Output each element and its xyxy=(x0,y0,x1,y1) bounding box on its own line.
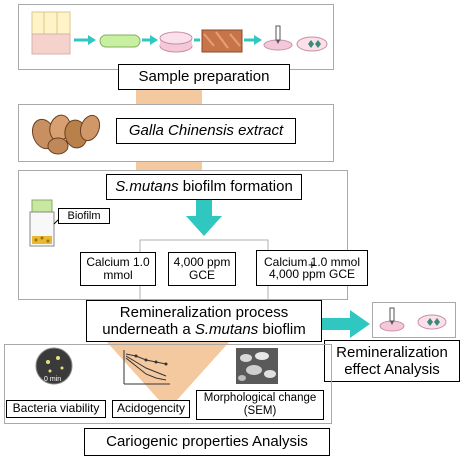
galla-chinensis-icon xyxy=(31,114,101,155)
biofilm-label: Biofilm xyxy=(67,209,101,222)
remineralization-process-box: Remineralization process underneath a S.… xyxy=(86,300,322,342)
cariogenic-analysis-label: Cariogenic properties Analysis xyxy=(106,432,308,450)
group-calcium-line2: mmol xyxy=(103,268,133,282)
bacteria-viability-box: Bacteria viability xyxy=(6,400,106,418)
group-combined-box: Calcium 1.0 mmol 4,000 ppm GCE xyxy=(256,250,368,286)
morphological-change-box: Morphological change (SEM) xyxy=(196,390,324,420)
bacteria-viability-label: Bacteria viability xyxy=(12,401,100,416)
extract-box: Galla Chinensis extract xyxy=(116,118,296,144)
group-gce-box: 4,000 ppm GCE xyxy=(168,252,236,286)
group-calcium-line1: Calcium 1.0 xyxy=(86,254,150,269)
effect-windowed-icon xyxy=(417,314,447,330)
biofilm-label-box: Biofilm xyxy=(58,208,110,224)
acidogenicity-chart-icon xyxy=(123,350,170,385)
flow-down-arrow xyxy=(96,330,240,410)
group-combined-plus: + xyxy=(308,257,316,272)
sample-preparation-box: Sample preparation xyxy=(118,64,290,90)
acidogenicity-box: Acidogencity xyxy=(112,400,190,418)
group-gce-line2: GCE xyxy=(188,268,215,282)
sem-image-icon xyxy=(236,348,278,384)
tooth-disc-icon xyxy=(159,31,193,53)
sample-preparation-label: Sample preparation xyxy=(138,67,270,85)
group-calcium-box: Calcium 1.0 mmol xyxy=(80,252,156,286)
cariogenic-analysis-box: Cariogenic properties Analysis xyxy=(84,428,330,456)
petri-dish-icon xyxy=(35,347,73,385)
group-combined-line1: Calcium 1.0 mmol xyxy=(263,255,361,269)
remineralization-species: S.mutans xyxy=(194,321,259,338)
remineralization-line2-pre: underneath a xyxy=(102,321,195,338)
remineralization-line2-post: bioflim xyxy=(258,321,306,338)
biofilm-formation-label: biofilm formation xyxy=(178,177,293,195)
panel-cariogenic xyxy=(4,344,332,424)
biofilm-vial-icon xyxy=(29,199,55,247)
indentation-specimen-icon xyxy=(263,25,293,51)
biofilm-formation-box: S.mutans biofilm formation xyxy=(106,174,302,200)
biofilm-species: S.mutans xyxy=(115,177,179,195)
remineralization-effect-line1: Remineralization xyxy=(336,343,448,361)
teal-right-arrow xyxy=(322,310,370,338)
group-gce-line1: 4,000 ppm xyxy=(173,254,231,269)
petri-scale-label: 0 min xyxy=(44,376,62,383)
morphological-change-line1: Morphological change xyxy=(203,392,317,405)
acidogenicity-label: Acidogencity xyxy=(116,401,186,416)
remineralization-effect-line2: effect Analysis xyxy=(344,361,440,378)
windowed-specimen-icon xyxy=(296,36,328,52)
teal-down-arrow xyxy=(186,200,222,236)
tooth-rod-icon xyxy=(99,34,141,48)
effect-indentation-icon xyxy=(379,307,405,332)
remineralization-effect-box: Remineralization effect Analysis xyxy=(324,340,460,382)
group-combined-line2: 4,000 ppm GCE xyxy=(268,267,356,281)
extract-label: Galla Chinensis extract xyxy=(128,121,284,139)
morphological-change-line2: (SEM) xyxy=(243,405,277,417)
polished-specimen-icon xyxy=(201,29,243,53)
tooth-block-icon xyxy=(31,11,71,55)
remineralization-line1: Remineralization process xyxy=(119,303,289,321)
